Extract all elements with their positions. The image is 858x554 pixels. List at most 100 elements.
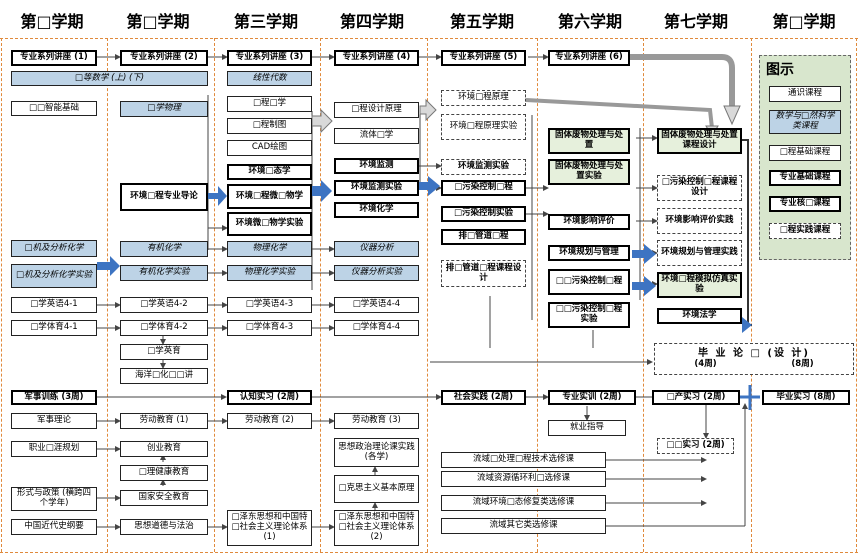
- grid-line: [320, 38, 321, 552]
- grid-line: [537, 38, 538, 552]
- design-principle: □程设计原理: [334, 102, 419, 118]
- legend-general: 通识课程: [769, 86, 841, 102]
- semester-header-8: 第□学期: [752, 2, 856, 38]
- planning-practice: 环境规划与管理实践: [657, 240, 742, 266]
- series-lecture-5: 专业系列讲座 (5): [441, 50, 526, 66]
- grid-line: [1, 38, 2, 552]
- marxism-basics: □克思主义基本原理: [334, 475, 419, 503]
- english-4-2: □学英语4-2: [120, 297, 208, 313]
- thesis-weeks-sem8: (8周): [791, 358, 814, 369]
- environmental-law: 环境法学: [657, 308, 742, 324]
- grid-line: [0, 38, 858, 39]
- drainage-design: 排□管道□程课程设计: [441, 260, 526, 287]
- grid-line: [214, 38, 215, 552]
- labor-education-3: 劳动教育 (3): [334, 413, 419, 429]
- series-lecture-2: 专业系列讲座 (2): [120, 50, 208, 66]
- instrumental-analysis-lab: 仪器分析实验: [334, 265, 419, 281]
- series-lecture-4: 专业系列讲座 (4): [334, 50, 419, 66]
- labor-education-1: 劳动教育 (1): [120, 413, 208, 429]
- professional-training: 专业实训 (2周): [548, 390, 636, 405]
- ideology-practice: 思想政治理论课实践 (各学): [334, 438, 419, 467]
- graduation-internship: 毕业实习 (8周): [762, 390, 850, 405]
- env-planning: 环境规划与管理: [548, 245, 630, 261]
- semester-header-6: 第六学期: [538, 2, 642, 38]
- semester-header-7: 第七学期: [644, 2, 748, 38]
- environmental-ecology: 环境□态学: [227, 164, 312, 180]
- mental-health: □理健康教育: [120, 465, 208, 481]
- air-pollution-lab: □□污染控制□程实验: [548, 302, 630, 328]
- thesis-weeks-sem7: (4周): [694, 358, 717, 369]
- cad-drawing: CAD绘图: [227, 140, 312, 156]
- english-4-3: □学英语4-3: [227, 297, 312, 313]
- microbiology-lab: 环境微□物学实验: [227, 212, 312, 236]
- solid-waste-design: 固体废物处理与处置课程设计: [657, 128, 742, 154]
- semester-header-1: 第□学期: [0, 2, 104, 38]
- semester-header-2: 第□学期: [106, 2, 210, 38]
- grid-line: [0, 552, 858, 553]
- water-pollution-design: □污染控制□程课程设计: [657, 175, 742, 201]
- thesis-title: 毕 业 论 □ (设 计): [698, 348, 810, 360]
- pe-4-2: □学体育4-2: [120, 320, 208, 336]
- military-theory: 军事理论: [11, 413, 97, 429]
- monitoring-lab-2: 环境监测实验: [441, 159, 526, 175]
- elective-other: 流域其它类选修课: [441, 518, 606, 534]
- fluid-mechanics: 流体□学: [334, 128, 419, 144]
- instrumental-analysis: 仪器分析: [334, 241, 419, 257]
- grid-line: [643, 38, 644, 552]
- legend-major-basic: 专业基础课程: [769, 170, 841, 186]
- national-security: 国家安全教育: [120, 490, 208, 506]
- pe-4-4: □学体育4-4: [334, 320, 419, 336]
- semester-header-3: 第三学期: [214, 2, 318, 38]
- labor-education-2: 劳动教育 (2): [227, 413, 312, 429]
- legend-major-core: 专业核□课程: [769, 196, 841, 212]
- simulation-lab: 环境□程模拟仿真实验: [657, 272, 742, 298]
- monitoring-lab: 环境监测实验: [334, 180, 419, 196]
- air-pollution-control: □□污染控制□程: [548, 269, 630, 295]
- ai-basics: □□智能基础: [11, 101, 97, 116]
- grid-line: [427, 38, 428, 552]
- inorganic-chemistry-lab: □机及分析化学实验: [11, 264, 97, 288]
- mao-theory-2: □泽东思想和中国特□社会主义理论体系 (2): [334, 510, 419, 546]
- university-physics: □学物理: [120, 101, 208, 117]
- legend: 图示 通识课程 数学与□然科学类课程 □程基础课程 专业基础课程 专业核□课程 …: [759, 55, 851, 260]
- series-lecture-3: 专业系列讲座 (3): [227, 50, 312, 66]
- legend-title: 图示: [766, 62, 794, 78]
- legend-math: 数学与□然科学类课程: [769, 110, 841, 134]
- pe-4-3: □学体育4-3: [227, 320, 312, 336]
- current-affairs: 形式与政策 (横跨四个学年): [11, 487, 97, 511]
- elective-water-treatment: 流域□处理□程技术选修课: [441, 452, 606, 468]
- env-principle-lab: 环境□程原理实验: [441, 114, 526, 140]
- legend-practice: □程实践课程: [769, 223, 841, 239]
- modern-history: 中国近代史纲要: [11, 519, 97, 535]
- morality-law: 思想道德与法治: [120, 519, 208, 535]
- solid-waste-lab: 固体废物处理与处置实验: [548, 159, 630, 185]
- organic-chemistry: 有机化学: [120, 241, 208, 257]
- english-4-4: □学英语4-4: [334, 297, 419, 313]
- drainage-engineering: 排□管道□程: [441, 229, 526, 245]
- course-design-practice: □□实习 (2周): [657, 438, 734, 454]
- english-4-1: □学英语4-1: [11, 297, 97, 313]
- water-pollution-lab: □污染控制实验: [441, 206, 526, 222]
- english-extra: □学英育: [120, 344, 208, 360]
- production-practice: □产实习 (2周): [652, 390, 740, 405]
- major-intro: 环境□程专业导论: [120, 183, 208, 211]
- grid-line: [751, 38, 752, 552]
- cognition-practice: 认知实习 (2周): [227, 390, 312, 405]
- career-planning: 职业□涯规划: [11, 441, 97, 457]
- social-practice: 社会实践 (2周): [441, 390, 526, 405]
- series-lecture-6: 专业系列讲座 (6): [548, 50, 630, 66]
- elective-resource-recycling: 流域资源循环利□选修课: [441, 471, 606, 487]
- legend-basic: □程基础课程: [769, 145, 841, 161]
- env-engineering-principle: 环境□程原理: [441, 90, 526, 106]
- semester-header-5: 第五学期: [428, 2, 536, 38]
- environmental-monitoring: 环境监测: [334, 158, 419, 174]
- elective-eco-restoration: 流域环境□态修复类选修课: [441, 495, 606, 511]
- grid-line: [107, 38, 108, 552]
- engineering-drawing: □程制图: [227, 118, 312, 134]
- graduation-thesis: 毕 业 论 □ (设 计) (4周) (8周): [654, 343, 854, 375]
- inorganic-chemistry: □机及分析化学: [11, 240, 97, 257]
- water-pollution-control: □污染控制□程: [441, 180, 526, 196]
- ocean-culture: 海洋□化□□讲: [120, 368, 208, 384]
- employment-guidance: 就业指导: [548, 420, 626, 436]
